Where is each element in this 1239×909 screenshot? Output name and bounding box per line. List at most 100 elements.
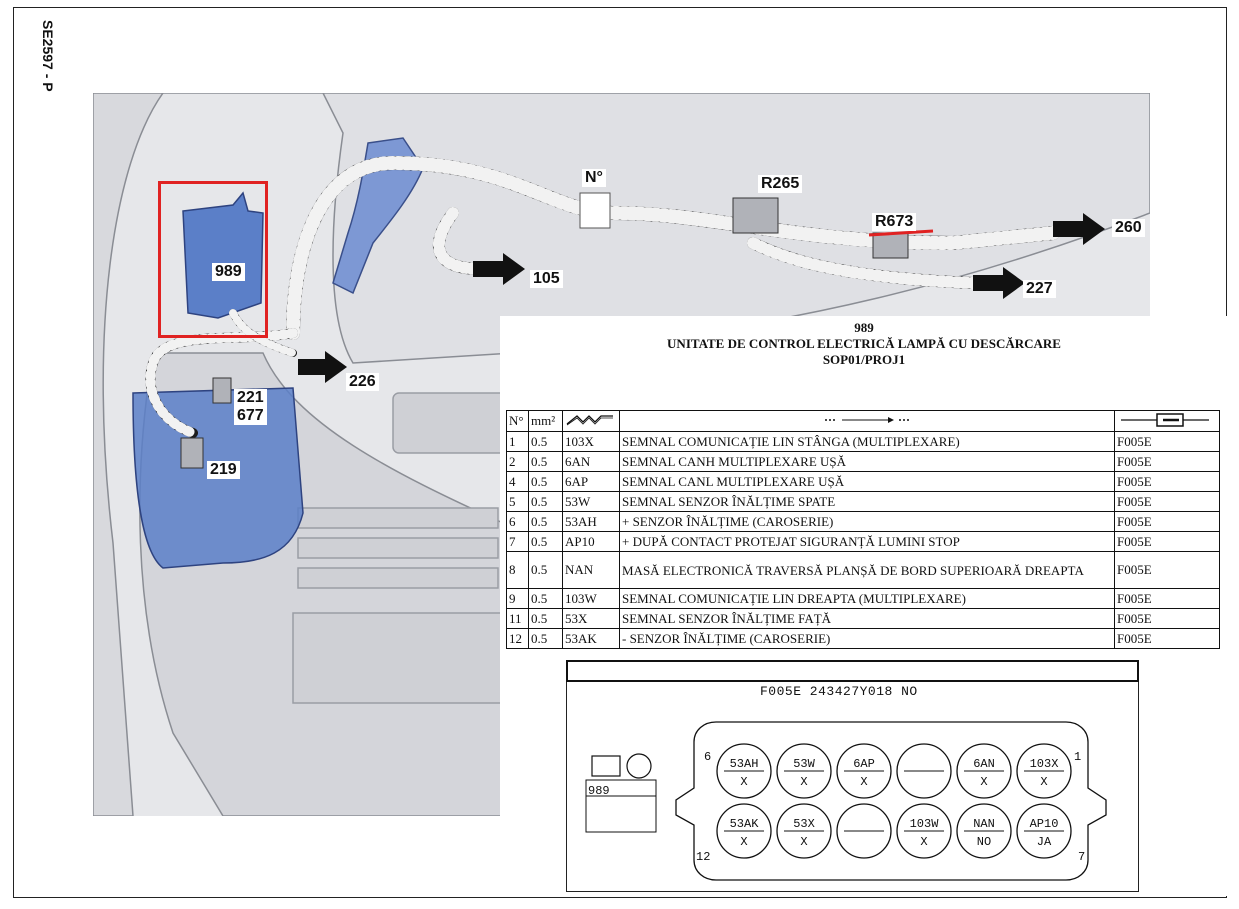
pin-description: SEMNAL CANL MULTIPLEXARE UȘĂ [619,471,1115,492]
pin-number: 7 [506,531,529,552]
callout-677: 677 [234,407,267,425]
pinout-title-block: 989 UNITATE DE CONTROL ELECTRICĂ LAMPĂ C… [500,320,1228,368]
pin-description: + DUPĂ CONTACT PROTEJAT SIGURANȚĂ LUMINI… [619,531,1115,552]
connector-r673 [872,232,909,259]
wire-code: 6AN [562,451,620,472]
pin-description: MASĂ ELECTRONICĂ TRAVERSĂ PLANȘĂ DE BORD… [619,551,1115,589]
cross-section: 0.5 [528,588,563,609]
top-row-pin [896,743,952,799]
pin-number: 5 [506,491,529,512]
connector-code: F005E [1114,608,1220,629]
direction-arrow-icon [825,417,909,423]
callout-221: 221 [234,389,267,407]
pin-wire-label: 53AH [730,757,759,771]
callout-989: 989 [212,263,245,281]
pin-wire-label: AP10 [1030,817,1059,831]
cross-section: 0.5 [528,628,563,649]
ecu-989-body [182,191,264,319]
pin-description: SEMNAL COMUNICAȚIE LIN STÂNGA (MULTIPLEX… [619,431,1115,452]
cross-section: 0.5 [528,491,563,512]
pin-wire-label: 6AN [973,757,995,771]
connector-code: F005E [1114,511,1220,532]
corner-label-bottom-left: 12 [696,850,710,864]
pin-color-label: X [740,835,747,849]
pin-wire-label: 53AK [730,817,760,831]
connector-code: F005E [1114,588,1220,609]
pin-number: 2 [506,451,529,472]
connector-code: F005E [1114,551,1220,589]
top-row-pin: 103X X [1016,743,1072,799]
connector-code: F005E [1114,431,1220,452]
component-box-icon [591,755,621,777]
pin-color-label: X [1040,775,1047,789]
corner-label-top-right: 1 [1074,750,1081,764]
component-label-box [585,779,657,833]
wire-code: 53W [562,491,620,512]
wire-code: 53AH [562,511,620,532]
cross-section: 0.5 [528,608,563,629]
connector-219 [180,437,204,469]
callout-105: 105 [530,270,563,288]
wire-code: 53X [562,608,620,629]
reservoir-neck [332,137,424,295]
connector-icon [1121,412,1209,427]
pin-color-label: X [800,835,807,849]
pin-number: 1 [506,431,529,452]
pin-color-label: X [740,775,747,789]
pin-number: 9 [506,588,529,609]
pin-color-label: X [920,835,927,849]
header-wire-icon [562,410,620,432]
pin-number: 8 [506,551,529,589]
component-number: 989 [854,320,874,335]
pin-color-label: X [860,775,867,789]
table-header-row: N° mm² [506,410,1220,432]
fender-panel [93,93,164,816]
component-code-label: 989 [588,784,610,798]
pin-color-label: NO [977,835,991,849]
connector-header-bar [566,660,1139,682]
pin-description: SEMNAL CANH MULTIPLEXARE UȘĂ [619,451,1115,472]
pin-number: 4 [506,471,529,492]
pin-wire-label: 53X [793,817,815,831]
wire-code: 103W [562,588,620,609]
connector-code: F005E [1114,491,1220,512]
pin-number: 6 [506,511,529,532]
callout-260: 260 [1112,219,1145,237]
pin-wire-label: 103X [1030,757,1059,771]
pin-description: - SENZOR ÎNĂLȚIME (CAROSERIE) [619,628,1115,649]
corner-label-top-left: 6 [704,750,711,764]
wire-code: AP10 [562,531,620,552]
pin-number: 11 [506,608,529,629]
header-cross-section: mm² [528,410,563,432]
bottom-row-pin: 53X X [776,803,832,859]
ecu-highlight-box [158,181,268,338]
header-connector-icon [1114,410,1220,432]
top-row-pin: 53W X [776,743,832,799]
callout-connector-n: N° [582,169,606,187]
connector-221 [212,377,232,404]
component-subtitle: SOP01/PROJ1 [822,352,906,367]
pin-color-label: JA [1037,835,1052,849]
wire-code: 103X [562,431,620,452]
pin-color-label: X [800,775,807,789]
cross-section: 0.5 [528,531,563,552]
pin-description: + SENZOR ÎNĂLȚIME (CAROSERIE) [619,511,1115,532]
wire-code: 6AP [562,471,620,492]
cross-section: 0.5 [528,511,563,532]
connector-r265 [732,197,779,234]
connector-n [579,192,611,229]
pin-wire-label: 53W [793,757,815,771]
connector-code: F005E [1114,628,1220,649]
connector-code: F005E [1114,451,1220,472]
